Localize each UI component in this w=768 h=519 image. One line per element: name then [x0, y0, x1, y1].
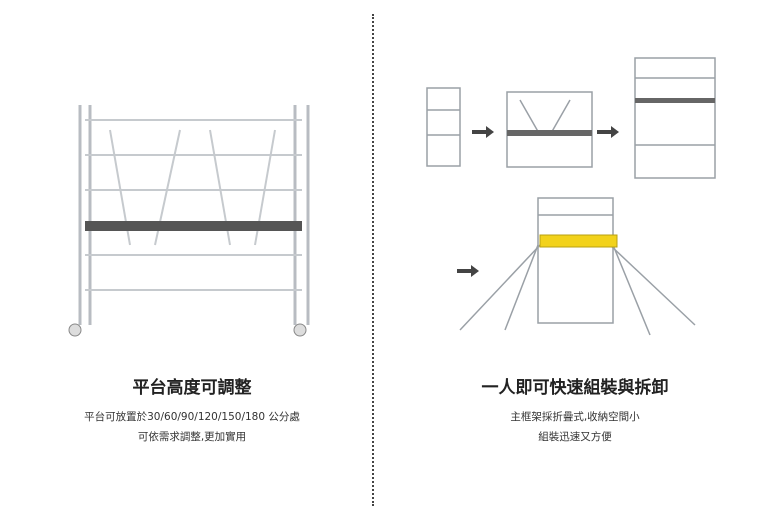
left-title: 平台高度可調整	[132, 378, 252, 398]
folding-assembly-steps-image	[426, 57, 716, 336]
right-desc-line1: 主框架採折疊式,收納空間小	[510, 411, 640, 423]
section-divider	[372, 14, 374, 506]
adjustable-platform-scaffold-image	[68, 105, 310, 337]
right-title: 一人即可快速組裝與拆卸	[481, 378, 669, 398]
left-desc-line1: 平台可放置於30/60/90/120/150/180 公分處	[84, 411, 300, 423]
right-desc-line2: 組裝迅速又方便	[538, 431, 612, 443]
left-desc-line2: 可依需求調整,更加實用	[137, 431, 247, 443]
